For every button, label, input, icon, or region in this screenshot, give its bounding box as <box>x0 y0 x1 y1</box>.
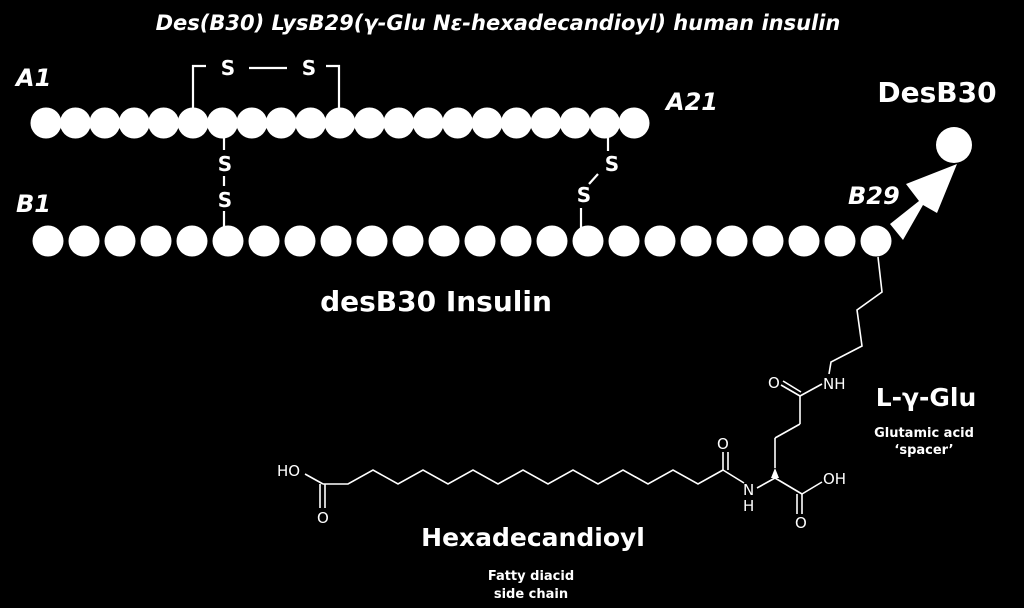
chain-a-residue-18 <box>530 107 562 139</box>
chain-b-residue-16 <box>572 225 604 257</box>
chain-a-residue-12 <box>353 107 385 139</box>
chain-a-residue-7 <box>206 107 238 139</box>
chain-b-residue-10 <box>356 225 388 257</box>
chain-a-end-label: A21 <box>664 88 718 116</box>
chain-a-residue-20 <box>589 107 621 139</box>
chain-b-residue-20 <box>716 225 748 257</box>
insulin-b-chain <box>32 225 892 257</box>
acid-oxygen-atom: O <box>795 514 807 532</box>
insulin-a-chain <box>30 107 650 139</box>
chain-b-residue-17 <box>608 225 640 257</box>
chain-a-residue-21 <box>618 107 650 139</box>
chain-a-residue-13 <box>383 107 415 139</box>
chain-a-residue-16 <box>471 107 503 139</box>
acid-hydroxyl-atom: OH <box>823 470 846 488</box>
interchain-disulfide-bond-left: S S <box>218 136 232 228</box>
sulfur-atom: S <box>577 183 591 207</box>
terminal-carboxyl-group: HO O <box>277 462 329 527</box>
insulin-label: desB30 Insulin <box>320 285 552 318</box>
spacer-line1: Glutamic acid <box>874 426 974 441</box>
chain-b-end-label: B29 <box>848 182 900 210</box>
spacer-title: L-γ-Glu <box>876 383 977 412</box>
chain-b-residue-21 <box>752 225 784 257</box>
fatty-title: Hexadecandioyl <box>421 523 645 552</box>
chain-b-residue-3 <box>104 225 136 257</box>
terminal-hydroxyl-atom: HO <box>277 462 300 480</box>
chain-b-residue-6 <box>212 225 244 257</box>
chain-a-residue-6 <box>177 107 209 139</box>
chain-b-residue-19 <box>680 225 712 257</box>
chain-a-residue-10 <box>295 107 327 139</box>
chain-b-residue-22 <box>788 225 820 257</box>
fatty-line1: Fatty diacid <box>488 569 574 584</box>
fatty-amide-oxygen-atom: O <box>717 435 729 453</box>
chain-a-residue-1 <box>30 107 62 139</box>
amide-n-atom: N <box>743 481 754 499</box>
interchain-disulfide-bond-right: S S <box>577 136 619 228</box>
chain-a-residue-15 <box>442 107 474 139</box>
spacer-line2: ‘spacer’ <box>894 443 953 458</box>
chain-a-residue-11 <box>324 107 356 139</box>
chain-a-residue-17 <box>500 107 532 139</box>
chain-a-residue-4 <box>118 107 150 139</box>
chain-b-residue-2 <box>68 225 100 257</box>
chain-a-residue-3 <box>89 107 121 139</box>
sulfur-atom: S <box>605 152 619 176</box>
chain-a-residue-9 <box>265 107 297 139</box>
chain-b-residue-1 <box>32 225 64 257</box>
chain-b-residue-18 <box>644 225 676 257</box>
chain-b-residue-14 <box>500 225 532 257</box>
chain-b-start-label: B1 <box>16 190 51 218</box>
chain-b-residue-5 <box>176 225 208 257</box>
sulfur-atom: S <box>302 56 316 80</box>
chain-b-residue-7 <box>248 225 280 257</box>
chain-a-residue-8 <box>236 107 268 139</box>
chain-b-residue-15 <box>536 225 568 257</box>
intrachain-disulfide-bond: S S <box>191 56 341 108</box>
chain-b-residue-11 <box>392 225 424 257</box>
chain-b-residue-8 <box>284 225 316 257</box>
chain-a-residue-14 <box>412 107 444 139</box>
chain-b-residue-23 <box>824 225 856 257</box>
carbonyl-oxygen-atom: O <box>768 374 780 392</box>
amide-h-atom: H <box>743 497 754 515</box>
fatty-line2: side chain <box>494 587 568 602</box>
chain-b-residue-12 <box>428 225 460 257</box>
sulfur-atom: S <box>218 152 232 176</box>
desb30-label: DesB30 <box>877 76 996 109</box>
removed-b30-residue <box>936 127 972 163</box>
fatty-diacid-chain <box>323 469 724 485</box>
chain-a-residue-5 <box>148 107 180 139</box>
removal-arrow <box>890 164 957 240</box>
chain-b-residue-24 <box>860 225 892 257</box>
glutamic-acid-spacer-structure: NH O O OH N H O <box>717 374 846 532</box>
chain-b-residue-9 <box>320 225 352 257</box>
sulfur-atom: S <box>218 188 232 212</box>
chain-a-start-label: A1 <box>14 64 51 92</box>
chain-b-residue-13 <box>464 225 496 257</box>
sulfur-atom: S <box>221 56 235 80</box>
amide-nh-atom: NH <box>823 375 846 393</box>
lysine-side-chain <box>828 256 883 375</box>
chain-a-residue-2 <box>59 107 91 139</box>
diagram-title: Des(B30) LysB29(γ-Glu Nε-hexadecandioyl)… <box>156 11 841 35</box>
terminal-oxygen-atom: O <box>317 509 329 527</box>
chain-a-residue-19 <box>559 107 591 139</box>
chain-b-residue-4 <box>140 225 172 257</box>
